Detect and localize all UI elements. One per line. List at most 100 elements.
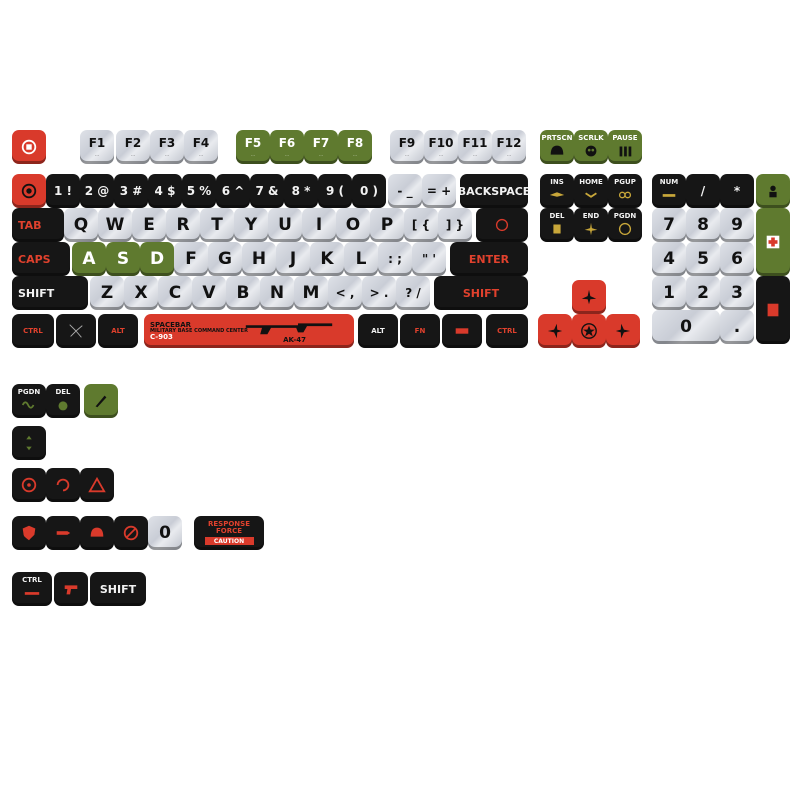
extra-arrows-key[interactable] [12,426,46,460]
numpad-8-key[interactable]: 8 [686,208,720,242]
key-e[interactable]: E [132,208,166,242]
numpad-0-key[interactable]: 0 [652,310,720,344]
f1-key[interactable]: F1··· [80,130,114,164]
fn-key[interactable]: FN [400,314,440,348]
key-a[interactable]: A [72,242,106,276]
key-g[interactable]: G [208,242,242,276]
menu-key[interactable] [442,314,482,348]
del-key[interactable]: DEL [540,208,574,242]
f11-key[interactable]: F11··· [458,130,492,164]
key-h[interactable]: H [242,242,276,276]
extra-pistol-key[interactable] [54,572,88,606]
f10-key[interactable]: F10··· [424,130,458,164]
f2-key[interactable]: F2··· [116,130,150,164]
pause-key[interactable]: PAUSE [608,130,642,164]
backslash-key[interactable] [476,208,528,242]
right-alt-key[interactable]: ALT [358,314,398,348]
key-m[interactable]: M [294,276,328,310]
prtscn-key[interactable]: PRTSCN [540,130,574,164]
numlock-key[interactable]: NUM [652,174,686,208]
backspace-key[interactable]: BACKSPACE [460,174,528,208]
extra-knife-key[interactable] [84,384,118,418]
f12-key[interactable]: F12··· [492,130,526,164]
extra-no-key[interactable] [114,516,148,550]
key-comma[interactable]: < , [328,276,362,310]
left-alt-key[interactable]: ALT [98,314,138,348]
key-t[interactable]: T [200,208,234,242]
arrow-right-key[interactable] [606,314,640,348]
left-shift-key[interactable]: SHIFT [12,276,88,310]
key-1[interactable]: 1 ! [46,174,80,208]
extra-missile-key[interactable] [46,516,80,550]
key-s[interactable]: S [106,242,140,276]
end-key[interactable]: END [574,208,608,242]
key-l[interactable]: L [344,242,378,276]
extra-ctrl-key[interactable]: CTRL [12,572,52,606]
pgdn-key[interactable]: PGDN [608,208,642,242]
f5-key[interactable]: F5··· [236,130,270,164]
scrlk-key[interactable]: SCRLK [574,130,608,164]
key-rbracket[interactable]: ] } [438,208,472,242]
home-key[interactable]: HOME [574,174,608,208]
key-w[interactable]: W [98,208,132,242]
key-6[interactable]: 6 ^ [216,174,250,208]
pgup-key[interactable]: PGUP [608,174,642,208]
extra-del-key[interactable]: DEL [46,384,80,418]
key-slash[interactable]: ? / [396,276,430,310]
extra-radiation-key[interactable] [12,468,46,502]
key-lbracket[interactable]: [ { [404,208,438,242]
right-ctrl-key[interactable]: CTRL [486,314,528,348]
numpad-6-key[interactable]: 6 [720,242,754,276]
numpad-dot-key[interactable]: . [720,310,754,344]
left-ctrl-key[interactable]: CTRL [12,314,54,348]
key-v[interactable]: V [192,276,226,310]
enter-key[interactable]: ENTER [450,242,528,276]
key-f[interactable]: F [174,242,208,276]
f8-key[interactable]: F8··· [338,130,372,164]
f3-key[interactable]: F3··· [150,130,184,164]
numpad-4-key[interactable]: 4 [652,242,686,276]
extra-shield-key[interactable] [12,516,46,550]
key-9[interactable]: 9 ( [318,174,352,208]
extra-zero-key[interactable]: 0 [148,516,182,550]
key-minus[interactable]: - _ [388,174,422,208]
esc-key[interactable] [12,130,46,164]
f7-key[interactable]: F7··· [304,130,338,164]
key-j[interactable]: J [276,242,310,276]
key-d[interactable]: D [140,242,174,276]
ins-key[interactable]: INS [540,174,574,208]
numpad-enter-key[interactable] [756,276,790,344]
numpad-9-key[interactable]: 9 [720,208,754,242]
grave-key[interactable] [12,174,46,208]
key-k[interactable]: K [310,242,344,276]
key-semicolon[interactable]: : ; [378,242,412,276]
key-0[interactable]: 0 ) [352,174,386,208]
key-2[interactable]: 2 @ [80,174,114,208]
key-i[interactable]: I [302,208,336,242]
key-p[interactable]: P [370,208,404,242]
key-q[interactable]: Q [64,208,98,242]
key-c[interactable]: C [158,276,192,310]
key-r[interactable]: R [166,208,200,242]
key-b[interactable]: B [226,276,260,310]
tab-key[interactable]: TAB [12,208,64,242]
extra-spiral-key[interactable] [46,468,80,502]
left-win-key[interactable] [56,314,96,348]
right-shift-key[interactable]: SHIFT [434,276,528,310]
numpad-3-key[interactable]: 3 [720,276,754,310]
arrow-down-key[interactable] [572,314,606,348]
key-z[interactable]: Z [90,276,124,310]
key-quote[interactable]: " ' [412,242,446,276]
key-u[interactable]: U [268,208,302,242]
key-7[interactable]: 7 & [250,174,284,208]
key-8[interactable]: 8 * [284,174,318,208]
extra-response-key[interactable]: RESPONSE FORCE CAUTION [194,516,264,550]
key-n[interactable]: N [260,276,294,310]
numpad-2-key[interactable]: 2 [686,276,720,310]
numpad-7-key[interactable]: 7 [652,208,686,242]
numpad-1-key[interactable]: 1 [652,276,686,310]
key-5[interactable]: 5 % [182,174,216,208]
numpad-star-key[interactable]: * [720,174,754,208]
key-4[interactable]: 4 $ [148,174,182,208]
arrow-left-key[interactable] [538,314,572,348]
